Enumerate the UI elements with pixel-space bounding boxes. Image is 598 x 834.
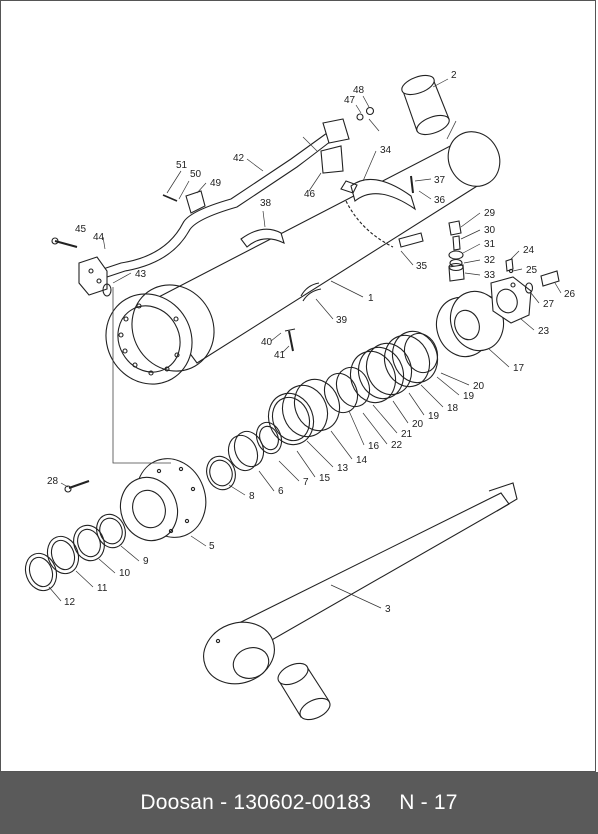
exploded-view-area: 1 2 3 5 6 7 8 9 10 11 12 13 14 15 16 17 … (0, 0, 596, 772)
callout-42: 42 (233, 153, 245, 164)
rod-cover (119, 458, 207, 542)
callout-34: 34 (380, 145, 392, 156)
callout-30: 30 (484, 225, 496, 236)
callout-numbers: 1 2 3 5 6 7 8 9 10 11 12 13 14 15 16 17 … (47, 70, 576, 615)
callout-19a: 19 (463, 391, 475, 402)
callout-22: 22 (391, 440, 403, 451)
piston (435, 290, 505, 358)
callout-3: 3 (385, 604, 391, 615)
callout-17: 17 (513, 363, 525, 374)
callout-43: 43 (135, 269, 147, 280)
callout-24: 24 (523, 245, 535, 256)
brand-label: Doosan (140, 791, 215, 814)
page-code: N - 17 (399, 791, 458, 814)
callout-33: 33 (484, 270, 496, 281)
set-screw-parts (505, 258, 560, 294)
callout-28: 28 (47, 476, 59, 487)
tube-clamps (240, 179, 424, 302)
callout-39: 39 (336, 315, 348, 326)
callout-leaders (48, 78, 562, 609)
callout-16: 16 (368, 441, 380, 452)
callout-21: 21 (401, 429, 413, 440)
callout-14: 14 (356, 455, 368, 466)
part-info-footer: Doosan - 130602-00183 N - 17 (0, 772, 598, 834)
hydraulic-cylinder-exploded-diagram: 1 2 3 5 6 7 8 9 10 11 12 13 14 15 16 17 … (24, 70, 576, 721)
bolts (51, 106, 414, 493)
callout-26: 26 (564, 289, 576, 300)
callout-51: 51 (176, 160, 188, 171)
callout-5: 5 (209, 541, 215, 552)
callout-40: 40 (261, 337, 273, 348)
part-number: 130602-00183 (233, 791, 372, 814)
callout-35: 35 (416, 261, 428, 272)
leader-lines (112, 118, 457, 464)
callout-20a: 20 (473, 381, 485, 392)
callout-25: 25 (526, 265, 538, 276)
bushing-rod (277, 662, 331, 721)
callout-46: 46 (304, 189, 316, 200)
callout-9: 9 (143, 556, 149, 567)
cylinder-tube (105, 131, 501, 385)
callout-18: 18 (447, 403, 459, 414)
callout-8: 8 (249, 491, 255, 502)
callout-36: 36 (434, 195, 446, 206)
callout-27: 27 (543, 299, 555, 310)
callout-6: 6 (278, 486, 284, 497)
callout-32: 32 (484, 255, 496, 266)
callout-37: 37 (434, 175, 446, 186)
callout-50: 50 (190, 169, 202, 180)
callout-10: 10 (119, 568, 131, 579)
callout-48: 48 (353, 85, 365, 96)
callout-11: 11 (97, 583, 108, 594)
callout-12: 12 (64, 597, 76, 608)
hydraulic-pipe (96, 118, 350, 280)
piston-rod (203, 482, 518, 685)
callout-23: 23 (538, 326, 550, 337)
callout-31: 31 (484, 239, 496, 250)
callout-2: 2 (451, 70, 457, 81)
callout-13: 13 (337, 463, 349, 474)
callout-49: 49 (210, 178, 222, 189)
callout-41: 41 (274, 350, 286, 361)
callout-45: 45 (75, 224, 87, 235)
flange-block (78, 256, 112, 297)
callout-20b: 20 (412, 419, 424, 430)
bushing-top (401, 74, 450, 136)
callout-29: 29 (484, 208, 496, 219)
pipe-fittings (448, 220, 465, 282)
rod-seals (24, 421, 283, 592)
piston-nut (490, 276, 532, 324)
callout-47: 47 (344, 95, 356, 106)
callout-15: 15 (319, 473, 331, 484)
callout-19b: 19 (428, 411, 440, 422)
separator: - (220, 791, 228, 814)
callout-44: 44 (93, 232, 105, 243)
callout-38: 38 (260, 198, 272, 209)
callout-7: 7 (303, 477, 309, 488)
callout-1: 1 (368, 293, 374, 304)
piston-seal-stack (267, 330, 439, 446)
